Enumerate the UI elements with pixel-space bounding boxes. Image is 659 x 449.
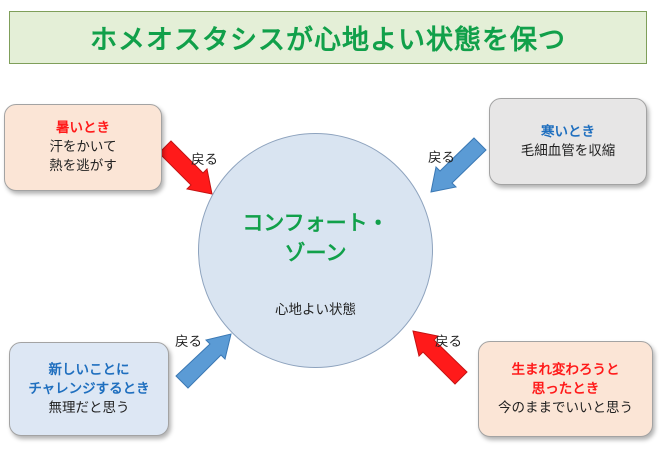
title-banner: ホメオスタシスが心地よい状態を保つ xyxy=(9,11,647,64)
card-hot-line1: 汗をかいて xyxy=(49,139,117,155)
comfort-zone-subtitle: 心地よい状態 xyxy=(275,302,356,318)
card-new-line1: 無理だと思う xyxy=(48,399,130,416)
arrow-hot-red xyxy=(158,140,213,195)
card-reborn-line1: 今のままでいいと思う xyxy=(498,399,633,416)
return-label-hot: 戻る xyxy=(191,152,218,168)
card-cold-heading: 寒いとき xyxy=(541,123,595,140)
card-hot-heading: 暑いとき xyxy=(56,120,110,136)
card-reborn: 生まれ変わろうと 思ったとき 今のままでいいと思う xyxy=(478,341,653,437)
return-label-reborn: 戻る xyxy=(435,334,462,350)
card-new-heading2: チャレンジするとき xyxy=(28,380,150,397)
arrow-cold-blue xyxy=(430,137,487,193)
card-reborn-heading1: 生まれ変わろうと xyxy=(511,361,620,378)
card-cold-line1: 毛細血管を収縮 xyxy=(520,142,616,159)
card-hot: 暑いとき 汗をかいて 熱を逃がす xyxy=(4,104,162,191)
diagram-title: ホメオスタシスが心地よい状態を保つ xyxy=(90,25,566,56)
return-label-cold: 戻る xyxy=(428,150,455,166)
return-label-new: 戻る xyxy=(175,334,202,350)
comfort-zone-title-line1: コンフォート・ xyxy=(242,211,389,235)
arrow-new-blue xyxy=(175,333,232,389)
card-reborn-heading2: 思ったとき xyxy=(531,380,600,397)
comfort-zone-circle: コンフォート・ ゾーン 心地よい状態 xyxy=(198,133,433,368)
card-hot-line2: 熱を逃がす xyxy=(49,158,117,174)
arrow-reborn-red xyxy=(412,330,468,385)
comfort-zone-title: コンフォート・ ゾーン xyxy=(242,208,388,268)
comfort-zone-title-line2: ゾーン xyxy=(284,241,347,265)
card-cold: 寒いとき 毛細血管を収縮 xyxy=(489,98,647,185)
card-new: 新しいことに チャレンジするとき 無理だと思う xyxy=(9,342,169,436)
card-new-heading1: 新しいことに xyxy=(48,361,130,378)
